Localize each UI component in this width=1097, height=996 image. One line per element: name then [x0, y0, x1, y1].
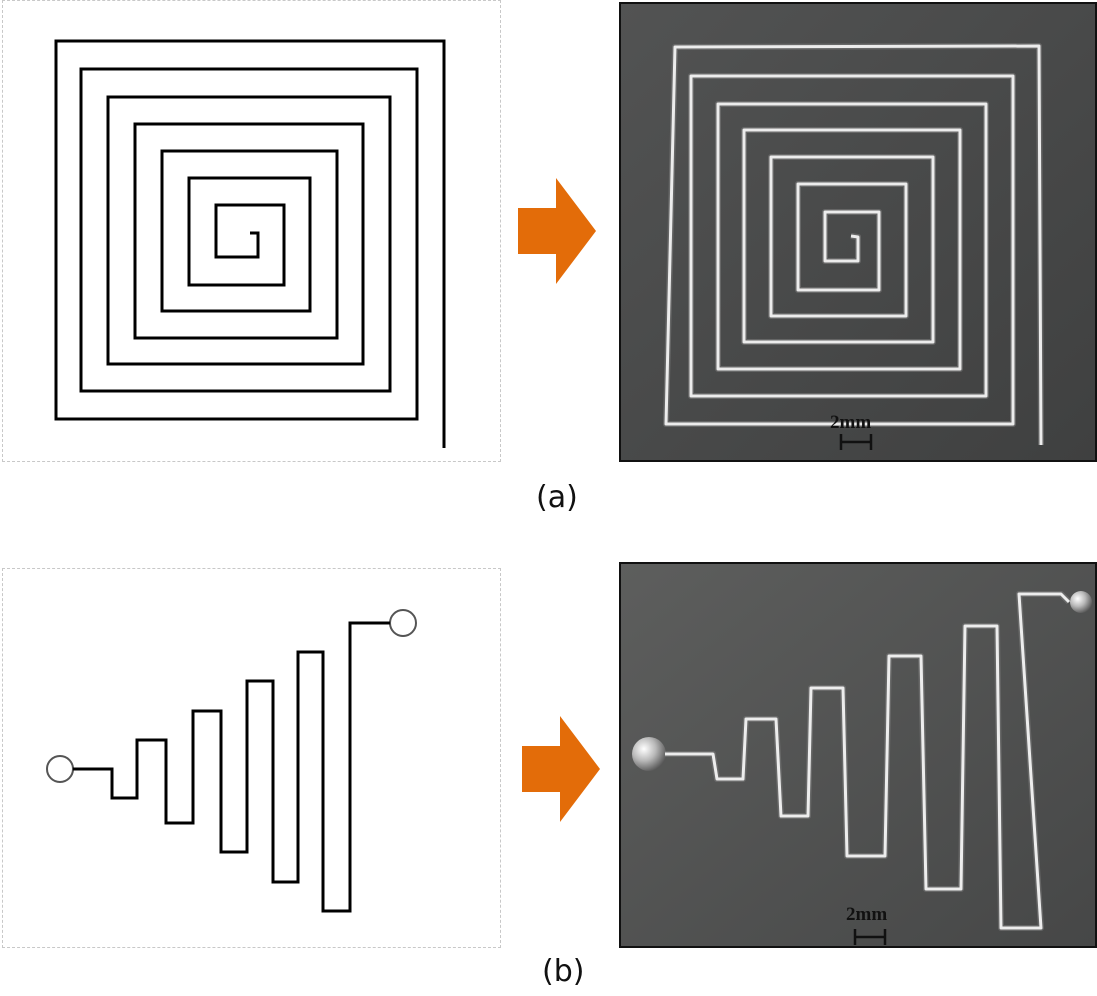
spiral-design-drawing [54, 39, 446, 448]
scale-bar-a: 2mm [830, 412, 873, 450]
scale-bar-label-b: 2mm [846, 904, 887, 925]
spiral-photo-panel: 2mm [619, 2, 1097, 462]
meander-printed-trace: 2mm [621, 564, 1095, 946]
start-pad [46, 755, 74, 783]
arrow-right-icon [522, 716, 602, 822]
spiral-design-panel [2, 0, 501, 462]
meander-photo-panel: 2mm [619, 562, 1097, 948]
meander-design-panel [2, 568, 501, 948]
scale-bar-b: 2mm [846, 904, 887, 945]
spiral-printed-trace: 2mm [621, 4, 1095, 460]
scale-bar-label-a: 2mm [830, 412, 871, 433]
meander-design-drawing [46, 609, 417, 913]
caption-b: (b) [542, 954, 585, 989]
caption-a: (a) [536, 480, 578, 515]
start-droplet [632, 737, 666, 771]
arrow-right-icon [518, 178, 598, 284]
end-pad [389, 609, 417, 637]
end-droplet [1070, 591, 1092, 613]
